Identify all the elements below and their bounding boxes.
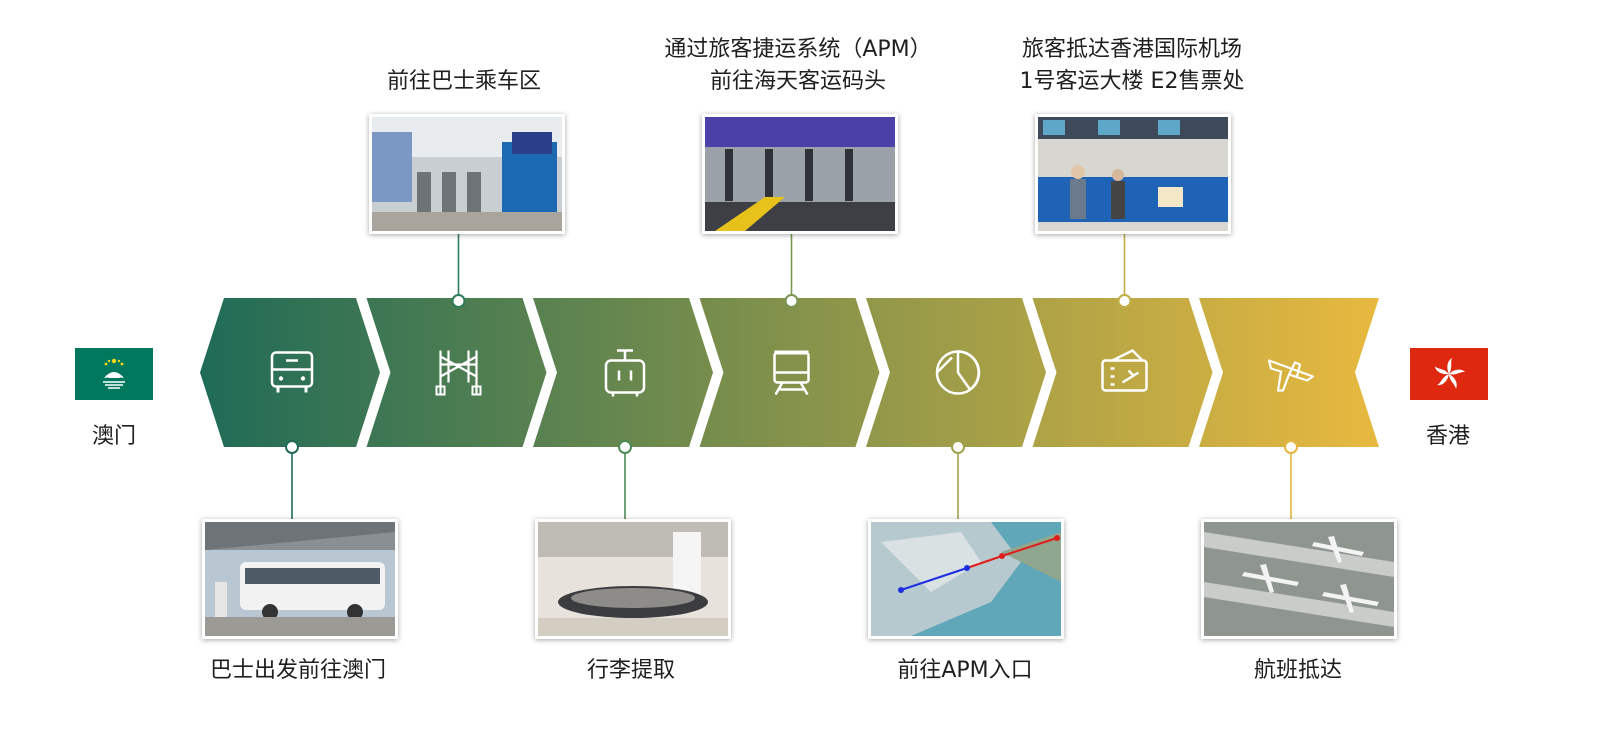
connector-dot [285, 440, 299, 454]
connector-dot [1284, 440, 1298, 454]
airport-map-photo [868, 519, 1064, 639]
step-label-apm-entrance: 前往APM入口 [897, 658, 1033, 683]
connector-dot [784, 294, 799, 308]
process-chevron [200, 298, 380, 447]
process-chevron [1032, 298, 1213, 447]
gate-icon [435, 350, 482, 396]
ticket-counter-photo [1035, 114, 1231, 234]
baggage-carousel-photo [535, 519, 731, 639]
plane-icon [1267, 359, 1315, 392]
hong-kong-flag-icon [1410, 348, 1488, 400]
luggage-icon [604, 349, 646, 397]
connector-dot [1117, 294, 1132, 308]
apm-platform-photo [702, 114, 898, 234]
connector-dot [618, 440, 632, 454]
step-label-arrival: 航班抵达 [1253, 658, 1343, 683]
macau-label: 澳门 [91, 424, 137, 449]
apm-entrance-icon [935, 350, 981, 395]
macau-flag-icon [75, 348, 153, 400]
hong-kong-label: 香港 [1425, 424, 1471, 449]
step-label-gates: 前往巴士乘车区 [386, 69, 542, 94]
connector-dot [451, 294, 466, 308]
step-label-apm: 通过旅客捷运系统（APM） 前往海天客运码头 [664, 37, 932, 94]
step-label-bus: 巴士出发前往澳门 [209, 658, 387, 683]
connector-dot [951, 440, 965, 454]
ticket-icon [1101, 348, 1148, 392]
bus-icon [270, 351, 314, 393]
aircraft-apron-photo [1201, 519, 1397, 639]
process-chevron [866, 298, 1046, 447]
boarding-gates-photo [369, 114, 565, 234]
train-icon [773, 350, 810, 396]
process-chevron [366, 298, 547, 447]
step-label-ticket: 旅客抵达香港国际机场 1号客运大楼 E2售票处 [1019, 37, 1245, 94]
bus-at-terminal-photo [202, 519, 398, 639]
step-label-baggage: 行李提取 [586, 658, 676, 683]
process-chevron [533, 298, 713, 447]
